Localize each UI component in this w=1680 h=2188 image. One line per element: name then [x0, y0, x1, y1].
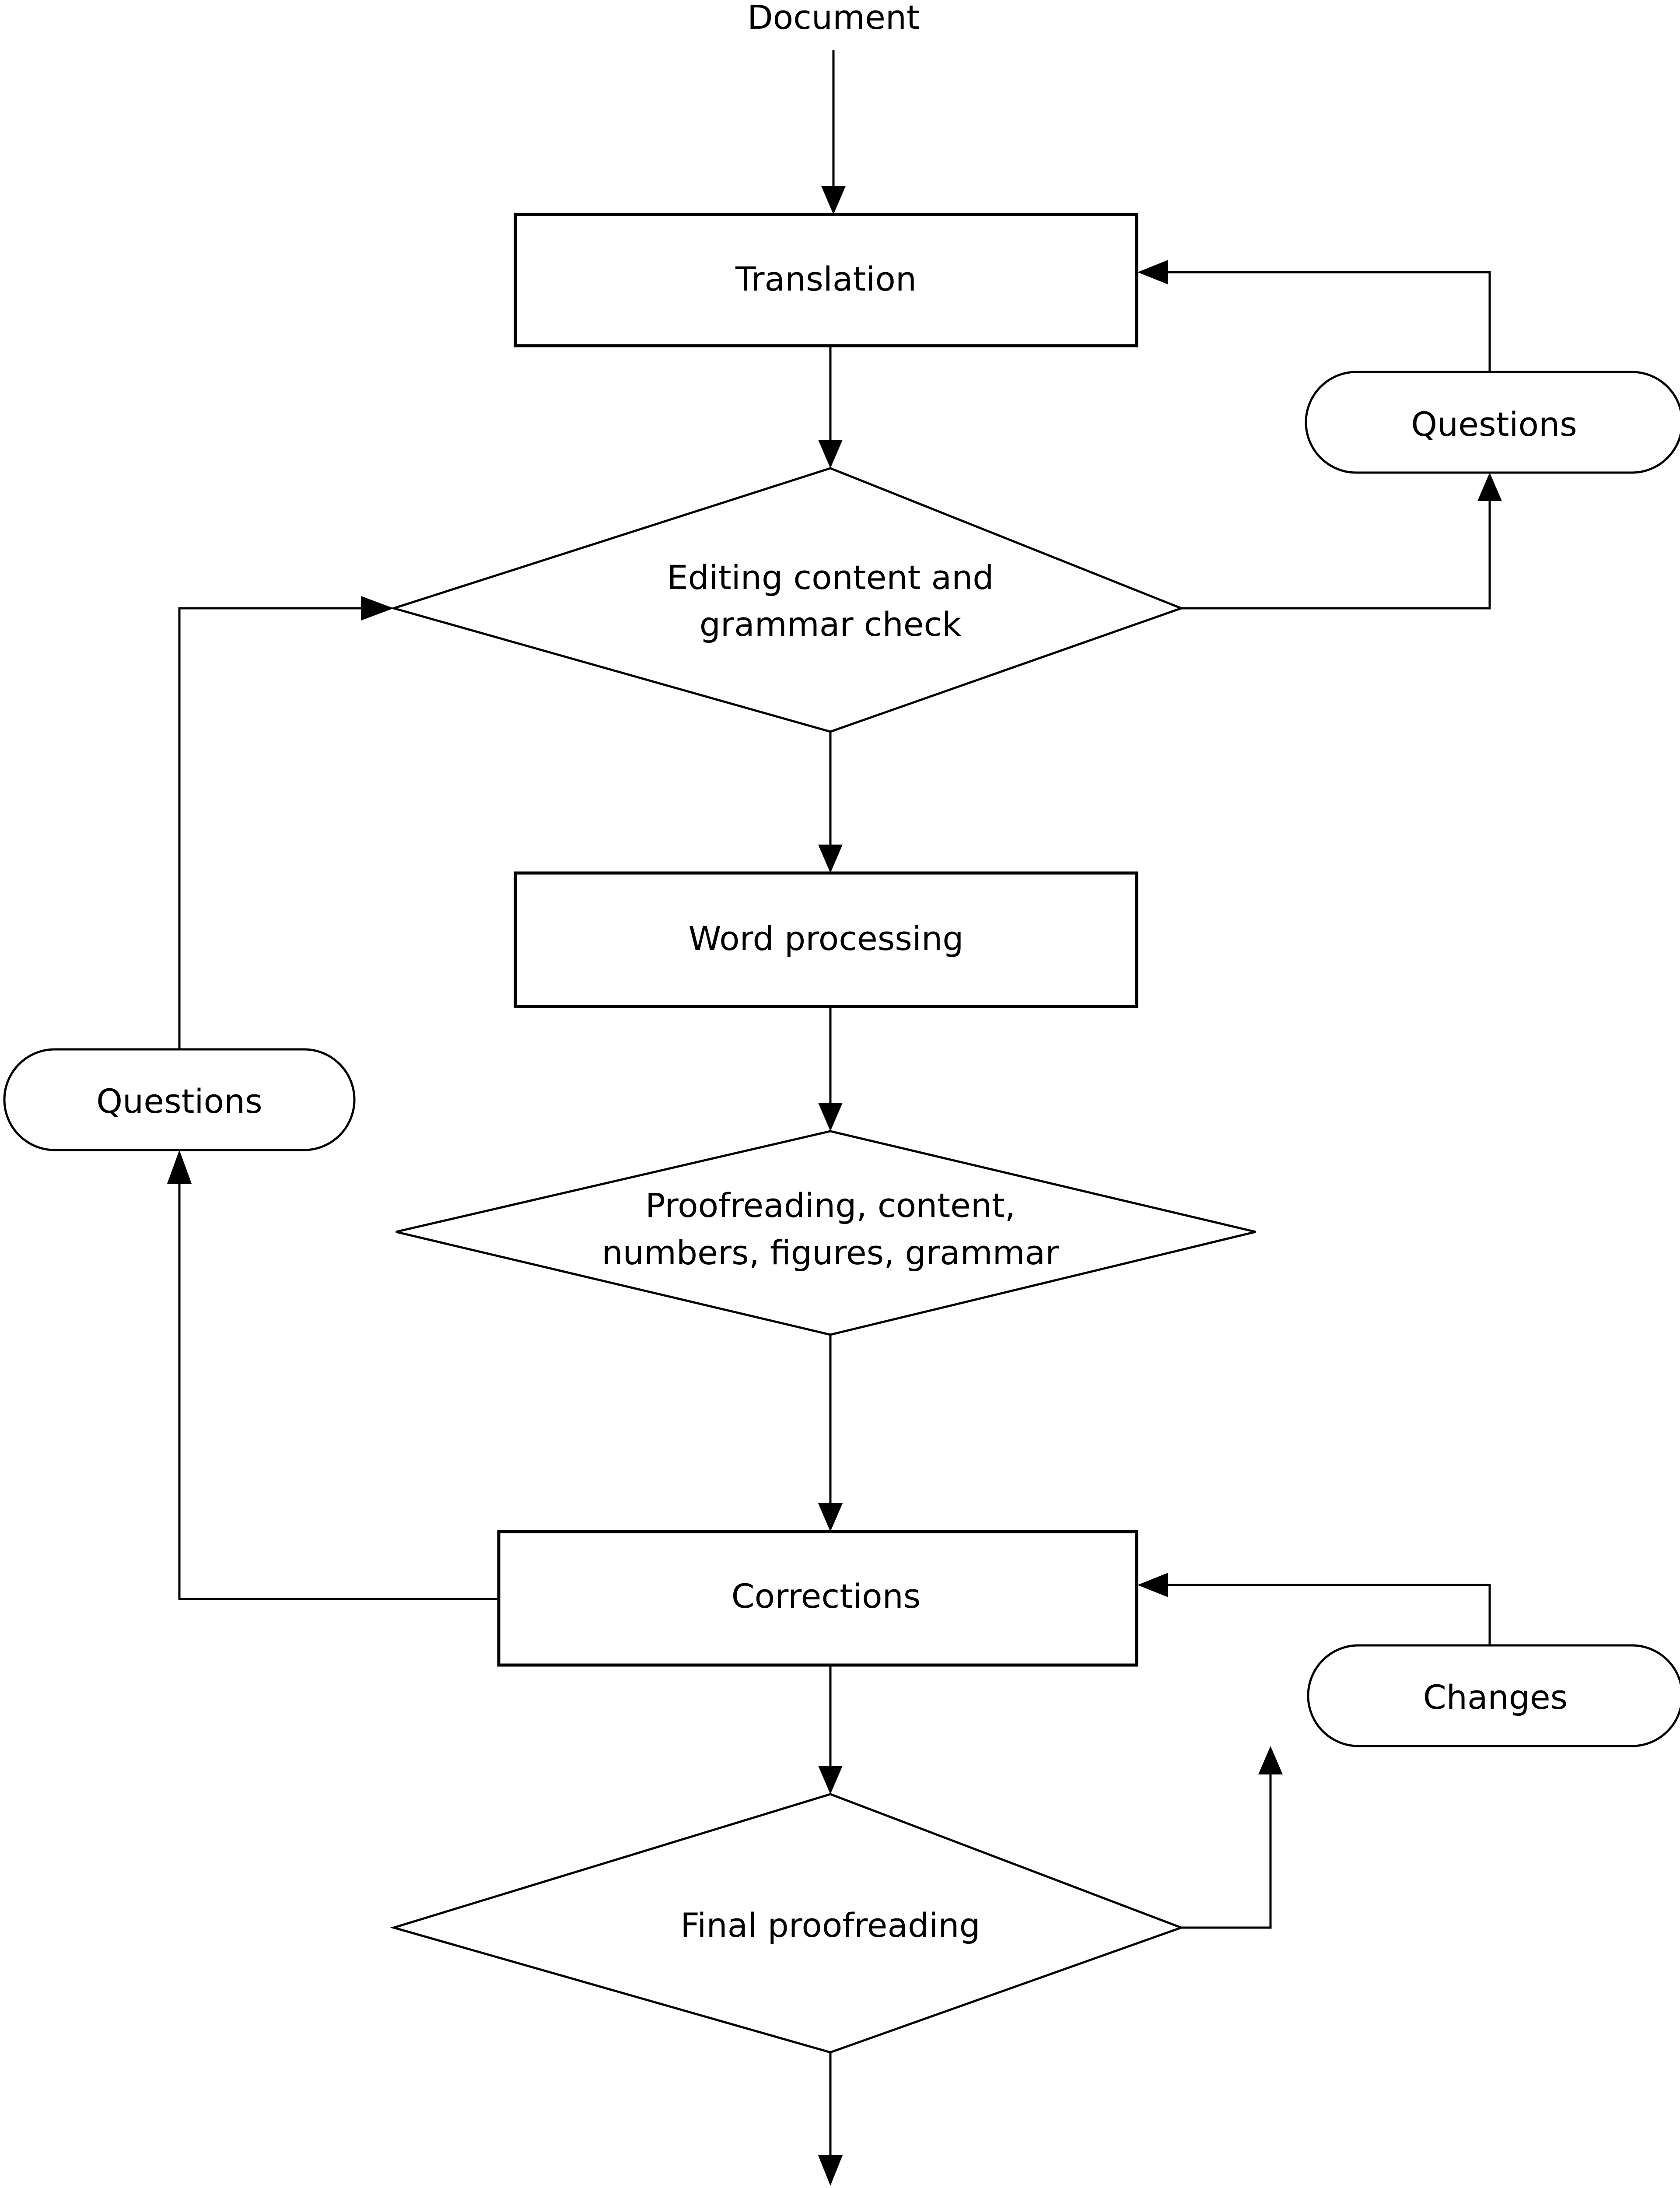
- edge-corrections-to-final-proofreading: [818, 1665, 843, 1794]
- node-translation-label: Translation: [735, 259, 917, 298]
- node-changes-right-label: Changes: [1423, 1678, 1568, 1717]
- node-proofreading-label-line2: numbers, figures, grammar: [602, 1233, 1060, 1272]
- node-proofreading-label-line1: Proofreading, content,: [645, 1186, 1015, 1225]
- edge-editing-to-questions-right-top: [1181, 473, 1502, 610]
- edge-word-processing-to-proofreading: [818, 1006, 843, 1131]
- node-final-proofreading[interactable]: Final proofreading: [390, 1793, 1185, 2054]
- node-editing-label-line1: Editing content and: [667, 558, 994, 597]
- node-proofreading[interactable]: Proofreading, content, numbers, figures,…: [396, 1130, 1256, 1336]
- edge-corrections-to-questions-left: [167, 1150, 499, 1600]
- node-corrections-label: Corrections: [732, 1577, 921, 1616]
- edge-final-proofreading-to-end: [818, 2052, 843, 2186]
- edge-proofreading-to-corrections: [818, 1335, 843, 1532]
- node-editing-label-line2: grammar check: [700, 605, 962, 644]
- node-editing[interactable]: Editing content and grammar check: [390, 467, 1185, 733]
- start-terminal-label: Document: [747, 0, 920, 37]
- edge-final-proofreading-to-changes: [1181, 1746, 1283, 1929]
- node-word-processing-label: Word processing: [688, 919, 963, 958]
- node-word-processing[interactable]: Word processing: [514, 871, 1138, 1008]
- node-questions-right-top[interactable]: Questions: [1305, 371, 1680, 474]
- edge-questions-right-top-to-translation: [1138, 260, 1491, 372]
- edge-document-to-translation: [821, 50, 846, 214]
- edge-changes-to-corrections: [1138, 1573, 1491, 1645]
- node-corrections[interactable]: Corrections: [497, 1530, 1138, 1667]
- node-changes-right[interactable]: Changes: [1307, 1644, 1680, 1747]
- node-questions-left-label: Questions: [96, 1082, 262, 1121]
- node-final-proofreading-label: Final proofreading: [680, 1906, 980, 1945]
- node-questions-right-top-label: Questions: [1411, 405, 1577, 444]
- edge-editing-to-word-processing: [818, 732, 843, 873]
- node-translation[interactable]: Translation: [514, 213, 1138, 347]
- node-questions-left[interactable]: Questions: [3, 1048, 356, 1151]
- edge-questions-left-to-editing: [178, 596, 394, 1049]
- edge-translation-to-editing: [818, 346, 843, 468]
